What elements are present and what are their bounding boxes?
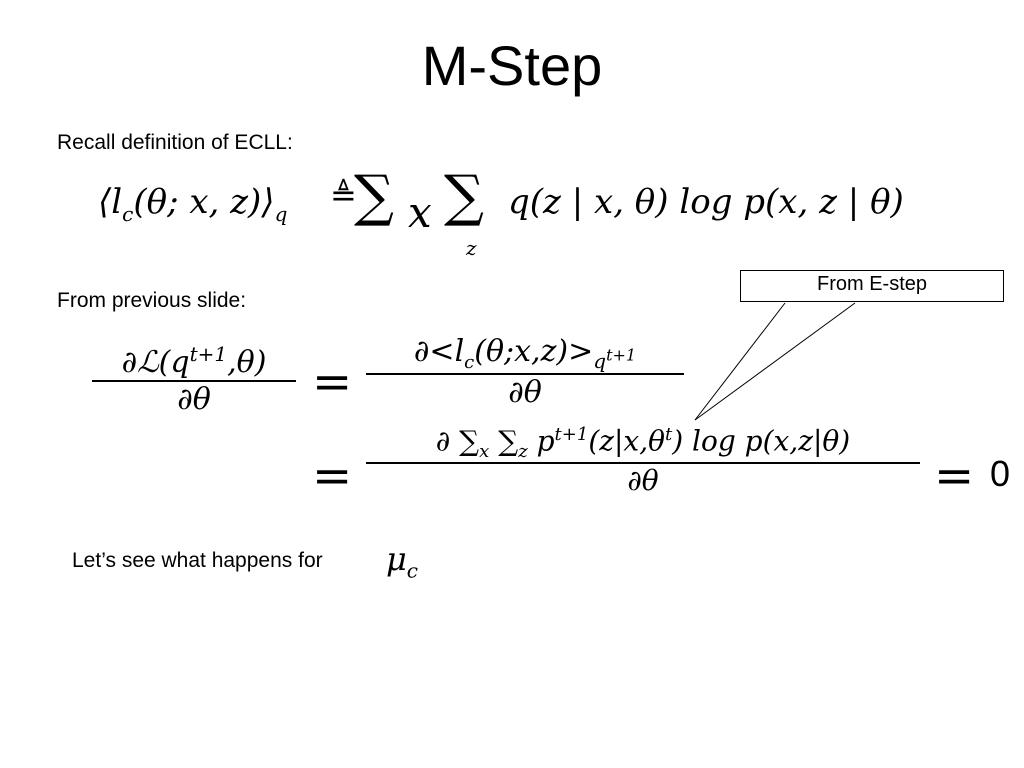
rhs2-num-c: (z|x,θ: [588, 424, 665, 458]
derivative-lhs-denominator: ∂θ: [177, 382, 211, 417]
e-step-callout: From E-step: [740, 270, 1004, 302]
rhs1-num-sup: t+1: [606, 345, 637, 365]
ecll-rhs: q(z | x, θ) log p(x, z | θ): [508, 182, 904, 222]
rhs2-num-a: ∂ ∑: [435, 424, 480, 458]
ecll-lhs-sub: c: [122, 201, 134, 226]
equals-sign-1: =: [312, 354, 353, 410]
callout-pointer-right-line: [694, 302, 856, 421]
derivative-rhs2-numerator: ∂ ∑x ∑z pt+1(z|x,θt) log p(x,z|θ): [366, 424, 920, 462]
rhs2-num-z: z: [518, 440, 528, 462]
callout-pointer-left-line: [694, 302, 786, 421]
rhs1-num-args: (θ;x,z)>: [474, 334, 594, 369]
ecll-sum-z: ∑: [444, 164, 484, 229]
derivative-rhs1-fraction: ∂<lc(θ;x,z)>qt+1 ∂θ: [366, 334, 684, 410]
derivative-rhs1-numerator: ∂<lc(θ;x,z)>qt+1: [366, 334, 684, 373]
ecll-lhs-q: q: [274, 201, 288, 226]
ecll-sum-x: ∑: [354, 164, 394, 229]
ecll-sum-x-index: x: [408, 188, 432, 237]
mu-sub: c: [406, 558, 418, 583]
derivative-rhs2-fraction: ∂ ∑x ∑z pt+1(z|x,θt) log p(x,z|θ) ∂θ: [366, 424, 920, 497]
rhs2-num-sup: t+1: [554, 424, 589, 445]
mu-symbol: μ: [386, 540, 407, 578]
derivative-rhs1-denominator: ∂θ: [508, 375, 542, 410]
rhs2-num-p: p: [527, 424, 555, 458]
rhs1-num-main: ∂<l: [413, 334, 465, 369]
rhs1-num-q: q: [593, 349, 607, 373]
lhs-fraction-bar: [92, 380, 296, 382]
rhs1-fraction-bar: [366, 373, 684, 375]
rhs2-num-x: x: [479, 440, 490, 462]
ecll-defeq: ≜: [330, 176, 357, 214]
equals-sign-3: =: [934, 448, 975, 504]
lhs-num-sup: t+1: [189, 342, 228, 366]
lhs-num-tail: ,θ): [227, 345, 267, 380]
derivative-rhs2-denominator: ∂θ: [627, 463, 659, 497]
derivative-lhs-fraction: ∂ℒ(qt+1,θ) ∂θ: [92, 342, 296, 417]
slide-title: M-Step: [421, 34, 603, 97]
lhs-num-main: ∂ℒ(q: [121, 345, 190, 380]
bottom-text: Let’s see what happens for: [72, 549, 323, 572]
rhs1-num-q-group: qt+1: [593, 345, 636, 373]
rhs2-num-d: ) log p(x,z|θ): [672, 424, 851, 458]
derivative-lhs-numerator: ∂ℒ(qt+1,θ): [92, 342, 296, 380]
recall-label: Recall definition of ECLL:: [57, 131, 293, 154]
mu-c-symbol: μc: [386, 540, 418, 582]
previous-slide-label: From previous slide:: [57, 289, 247, 312]
equals-sign-2: =: [312, 448, 353, 504]
ecll-equation: ⟨lc(θ; x, z)⟩q ≜ ∑ x ∑ z q(z | x, θ) log…: [98, 164, 918, 260]
rhs2-num-b: ∑: [489, 424, 519, 458]
ecll-lhs: ⟨l: [98, 182, 123, 222]
ecll-sum-z-index: z: [466, 236, 477, 260]
equals-zero: 0: [990, 453, 1011, 494]
rhs1-num-sub: c: [464, 352, 475, 373]
rhs2-num-t: t: [664, 424, 673, 445]
rhs2-fraction-bar: [366, 461, 920, 464]
ecll-lhs-args: (θ; x, z)⟩: [133, 182, 275, 222]
